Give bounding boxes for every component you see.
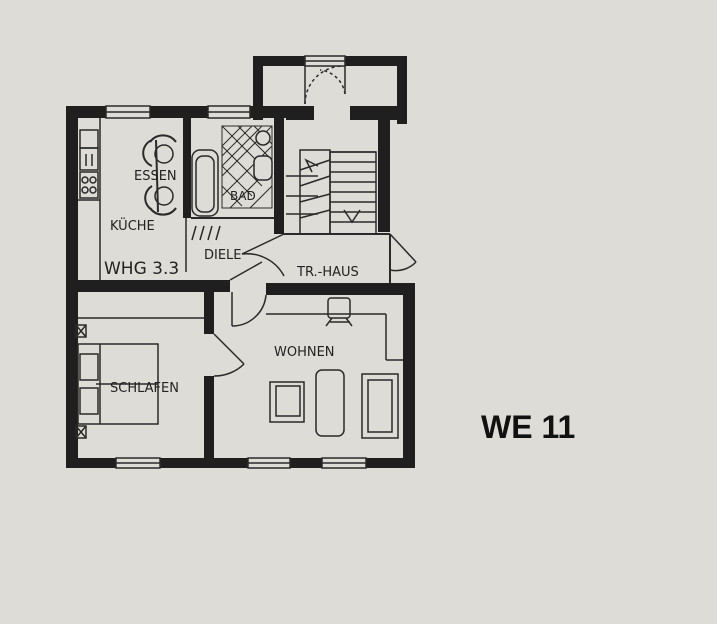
room-label-stairwell: TR.-HAUS: [296, 265, 359, 280]
room-label-hall: DIELE: [204, 248, 242, 263]
bedroom-furniture: [75, 317, 204, 439]
windows: [105, 55, 367, 469]
room-label-kitchen: KÜCHE: [110, 217, 155, 234]
dining-set: [142, 134, 177, 216]
kitchen-fixtures: [79, 129, 99, 199]
room-labels: ESSEN KÜCHE WHG 3.3 BAD DIELE TR.-HAUS W…: [104, 169, 359, 396]
doors: [213, 65, 417, 377]
room-label-dining: ESSEN: [134, 169, 177, 184]
exterior-walls: [66, 56, 415, 468]
unit-id-label: WE 11: [481, 409, 575, 445]
bathroom-fixtures: [191, 125, 273, 217]
staircase: [286, 149, 377, 235]
hall-markings: [185, 218, 221, 272]
room-label-bathroom: BAD: [230, 189, 256, 203]
living-furniture: [266, 297, 403, 439]
apartment-label: WHG 3.3: [104, 259, 179, 279]
interior-walls: [66, 118, 415, 458]
room-label-living: WOHNEN: [274, 345, 335, 360]
room-label-bedroom: SCHLAFEN: [110, 381, 179, 396]
